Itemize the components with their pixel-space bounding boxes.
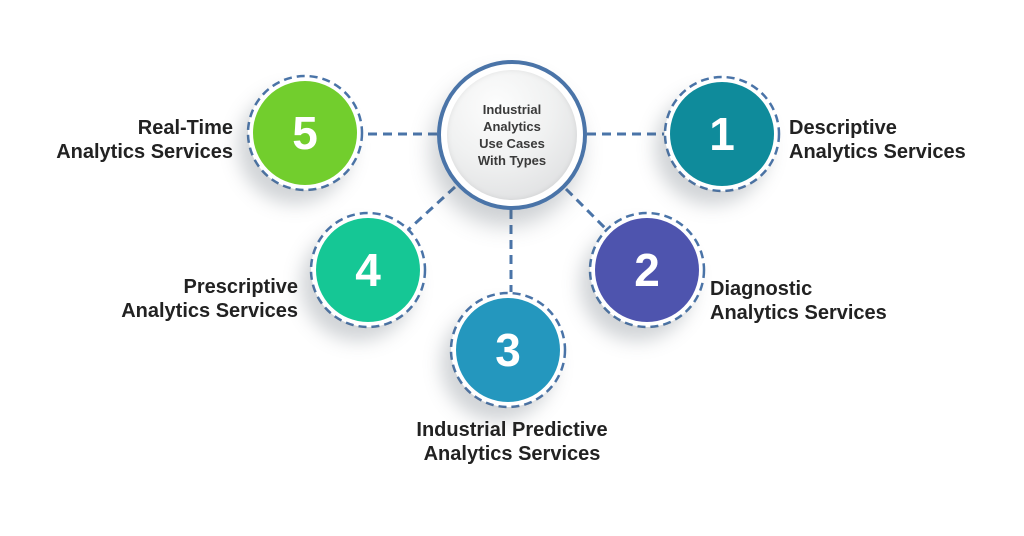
- label-node-1-line2: Analytics Services: [789, 141, 966, 163]
- label-node-5-line1: Real-Time: [137, 117, 233, 139]
- dashed-ring-node2: [588, 211, 706, 329]
- label-node-5-line2: Analytics Services: [56, 141, 233, 163]
- center-title-line: With Types: [477, 153, 547, 168]
- node-circle-1: 1: [670, 82, 774, 186]
- node-circle-4: 4: [316, 218, 420, 322]
- dashed-ring-node5: [246, 74, 364, 192]
- label-node-2-line1: Diagnostic: [710, 278, 813, 300]
- label-node-1: Descriptive Analytics Services: [789, 116, 1024, 164]
- label-node-5: Real-Time Analytics Services: [13, 116, 233, 164]
- connector-center-to-node4: [406, 185, 457, 232]
- label-node-4-line2: Analytics Services: [121, 300, 298, 322]
- dashed-ring-node4: [309, 211, 427, 329]
- label-node-3-line1: Industrial Predictive: [416, 419, 608, 441]
- label-node-2-line2: Analytics Services: [710, 302, 887, 324]
- center-disc: Industrial Analytics Use Cases With Type…: [447, 70, 577, 200]
- center-title-line: Industrial: [482, 102, 542, 117]
- connector-center-to-node2: [564, 187, 609, 232]
- center-title-line: Use Cases: [479, 136, 545, 151]
- node-circle-2: 2: [595, 218, 699, 322]
- label-node-4-line1: Prescriptive: [183, 276, 298, 298]
- center-circle: Industrial Analytics Use Cases With Type…: [437, 60, 587, 210]
- label-node-3: Industrial Predictive Analytics Services: [352, 418, 672, 466]
- node-number-3: 3: [495, 324, 521, 376]
- center-title-line: Analytics: [483, 119, 541, 134]
- center-title: Industrial Analytics Use Cases With Type…: [478, 101, 546, 169]
- dashed-ring-node3: [449, 291, 567, 409]
- label-node-3-line2: Analytics Services: [423, 443, 601, 465]
- label-node-1-line1: Descriptive: [789, 117, 897, 139]
- node-number-4: 4: [355, 244, 381, 296]
- node-number-1: 1: [709, 108, 735, 160]
- dashed-ring-node1: [663, 75, 781, 193]
- label-node-4: Prescriptive Analytics Services: [78, 275, 298, 323]
- label-node-2: Diagnostic Analytics Services: [710, 277, 950, 325]
- node-number-2: 2: [634, 244, 660, 296]
- node-circle-5: 5: [253, 81, 357, 185]
- node-circle-3: 3: [456, 298, 560, 402]
- node-number-5: 5: [292, 107, 318, 159]
